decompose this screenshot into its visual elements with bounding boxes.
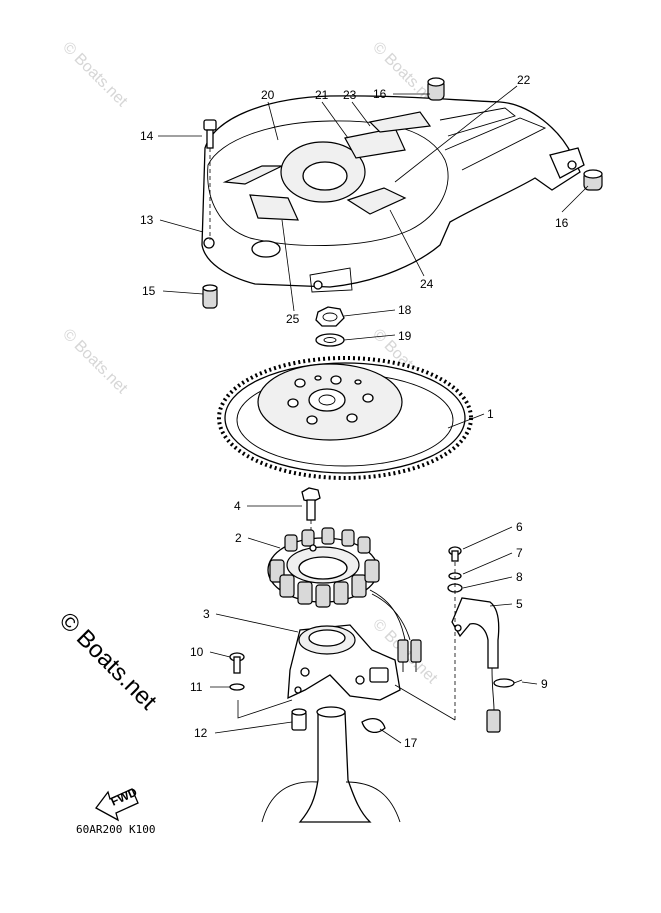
callout-20: 20	[261, 88, 275, 102]
callout-1: 1	[487, 407, 494, 421]
screw-10	[229, 652, 245, 674]
callout-18: 18	[398, 303, 412, 317]
bolt-14	[203, 119, 217, 240]
lead-dashed-connector	[394, 684, 456, 721]
watermark-top-left: © Boats.net	[59, 39, 131, 111]
callout-4: 4	[234, 499, 241, 513]
coil-bracket	[287, 624, 401, 701]
grommet-right	[583, 169, 603, 191]
callout-6: 6	[516, 520, 523, 534]
callout-17: 17	[404, 736, 418, 750]
diagram-code: 60AR200 K100	[76, 823, 155, 836]
fwd-arrow: FWD	[95, 785, 139, 822]
callout-23: 23	[343, 88, 357, 102]
callout-9: 9	[541, 677, 548, 691]
callout-15: 15	[142, 284, 156, 298]
callout-5: 5	[516, 597, 523, 611]
callout-2: 2	[235, 531, 242, 545]
nut-18	[315, 306, 345, 327]
callout-21: 21	[315, 88, 329, 102]
callout-13: 13	[140, 213, 154, 227]
watermark-side-large: © Boats.net	[54, 607, 162, 715]
flywheel-cover	[201, 95, 585, 293]
callout-14: 14	[140, 129, 154, 143]
leader-lines	[158, 85, 589, 744]
clamp-9	[493, 678, 523, 688]
washer-19	[315, 333, 345, 347]
stator-connectors	[397, 639, 422, 672]
bolt-6	[448, 546, 462, 562]
washer-11	[229, 683, 245, 691]
flywheel	[217, 356, 473, 480]
callout-22: 22	[517, 73, 531, 87]
callout-12: 12	[194, 726, 208, 740]
callout-19: 19	[398, 329, 412, 343]
callout-24: 24	[420, 277, 434, 291]
watermark-mid-left: © Boats.net	[59, 326, 131, 398]
stator	[267, 527, 411, 641]
crankshaft-base	[261, 706, 401, 823]
plug-17	[361, 717, 386, 733]
callout-16-right: 16	[555, 216, 569, 230]
pulser-coil	[451, 597, 501, 733]
collar-12	[291, 708, 307, 731]
callout-8: 8	[516, 570, 523, 584]
lead-10-11-12	[237, 699, 293, 719]
callout-7: 7	[516, 546, 523, 560]
callout-16-top: 16	[373, 87, 387, 101]
callout-11: 11	[190, 680, 203, 694]
callout-25: 25	[286, 312, 300, 326]
grommet-top	[427, 77, 445, 101]
callout-10: 10	[190, 645, 204, 659]
callout-3: 3	[203, 607, 210, 621]
callouts: 14 13 15 20 21 23 16 22 16 24 25 18 19 1…	[140, 73, 569, 750]
grommet-15	[202, 284, 218, 309]
